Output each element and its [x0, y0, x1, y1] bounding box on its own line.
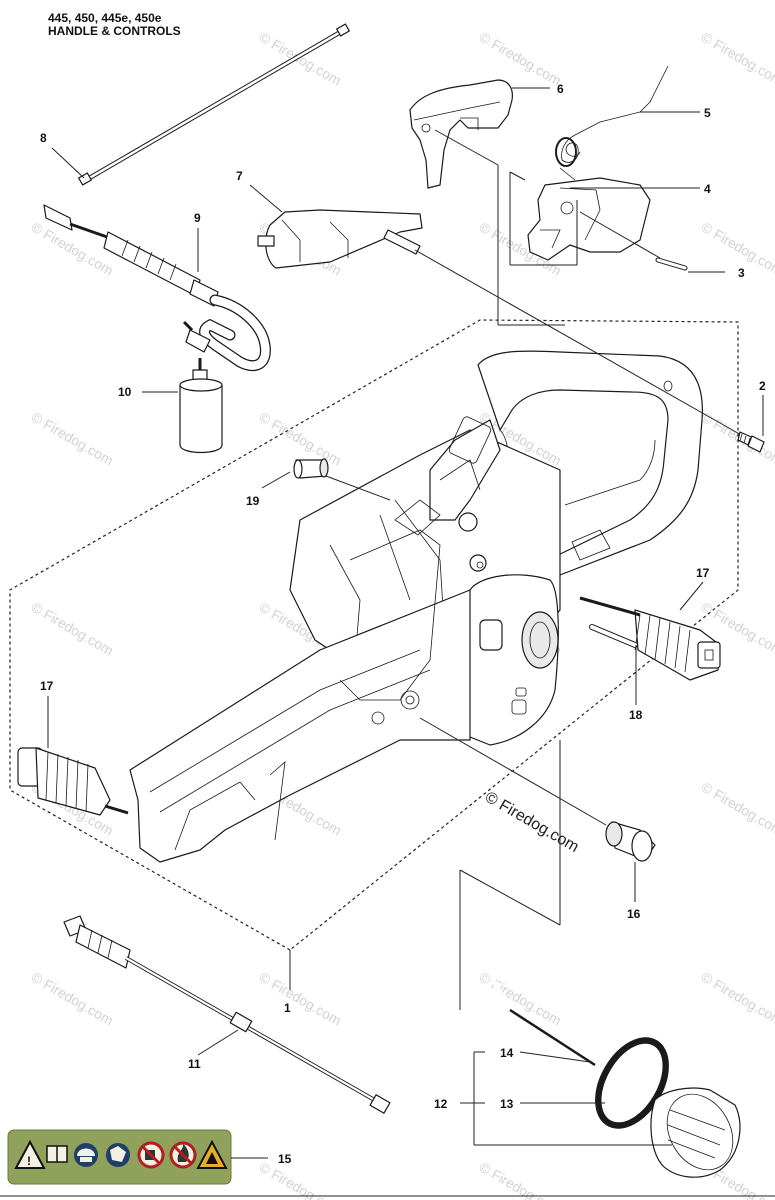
part-12-fuel-cap [650, 1087, 741, 1178]
part-8-throttle-rod [78, 23, 350, 186]
warning-icon: ! [14, 1139, 46, 1169]
part-11-throttle-cable [63, 915, 391, 1114]
part-9-fuel-hose [43, 204, 271, 372]
callout-8: 8 [40, 131, 47, 145]
callout-9: 9 [194, 211, 201, 225]
part-7-throttle-trigger [257, 209, 423, 269]
part-13-oring [595, 1037, 669, 1129]
callout-1: 1 [284, 1001, 291, 1015]
callout-11: 11 [188, 1057, 201, 1071]
diagram-model-list: 445, 450, 445e, 450e [48, 11, 162, 25]
watermark-tile: © Firedog.com [29, 219, 117, 279]
watermark-tile: © Firedog.com [29, 599, 117, 659]
part-5-spring [555, 65, 669, 181]
svg-text:!: ! [27, 1154, 31, 1168]
assembly-outline [9, 319, 739, 951]
callout-18: 18 [629, 708, 643, 722]
callout-17-left: 17 [40, 679, 54, 693]
callout-12: 12 [434, 1097, 448, 1111]
part-6-throttle-lockout [409, 79, 513, 189]
watermark-center: © Firedog.com [482, 789, 582, 856]
part-3-pin [655, 257, 688, 271]
callout-5: 5 [704, 106, 711, 120]
watermark-tile: © Firedog.com [29, 969, 117, 1029]
part-17-av-spring-right [579, 596, 721, 681]
part-15-safety-decal: ! [7, 1129, 232, 1185]
part-14-rod [486, 969, 596, 1067]
no-fire-icon [169, 1141, 197, 1169]
callout-13: 13 [500, 1097, 514, 1111]
callout-6: 6 [557, 82, 564, 96]
watermark-tile: © Firedog.com [257, 969, 345, 1029]
watermark-tile: © Firedog.com [477, 29, 565, 89]
part-19-grommet [293, 458, 329, 479]
hazard-icon [196, 1139, 228, 1169]
watermark-tile: © Firedog.com [699, 779, 775, 839]
manual-icon [46, 1145, 68, 1163]
helmet-icon [74, 1143, 98, 1167]
part-17-av-spring-left [17, 747, 129, 816]
callout-14: 14 [500, 1046, 514, 1060]
watermark-tile: © Firedog.com [477, 1159, 565, 1200]
callout-19: 19 [246, 494, 260, 508]
callout-2: 2 [759, 379, 766, 393]
diagram-title: HANDLE & CONTROLS [48, 24, 181, 38]
no-fuel-icon [137, 1141, 165, 1169]
part-16-plug [605, 821, 656, 862]
part-18-pin [589, 624, 638, 648]
part-4-choke-lever [527, 177, 651, 261]
watermark-tile: © Firedog.com [477, 969, 565, 1029]
callout-4: 4 [704, 182, 711, 196]
watermark-tile: © Firedog.com [257, 1159, 345, 1200]
callout-17-right: 17 [696, 566, 710, 580]
callout-labels: 1 2 3 4 5 6 7 8 9 10 11 12 13 14 15 16 1… [40, 82, 766, 1166]
watermark-tile: © Firedog.com [699, 219, 775, 279]
part-10-fuel-filter [179, 358, 223, 454]
gloves-icon [106, 1143, 130, 1167]
callout-3: 3 [738, 266, 745, 280]
callout-16: 16 [627, 907, 641, 921]
watermark-tile: © Firedog.com [29, 409, 117, 469]
callout-15: 15 [278, 1152, 292, 1166]
part-2-screw [737, 431, 765, 453]
rear-handle-body [129, 350, 703, 863]
watermark-tile: © Firedog.com [699, 969, 775, 1029]
callout-7: 7 [236, 169, 243, 183]
watermark-tile: © Firedog.com [699, 29, 775, 89]
callout-10: 10 [118, 385, 132, 399]
